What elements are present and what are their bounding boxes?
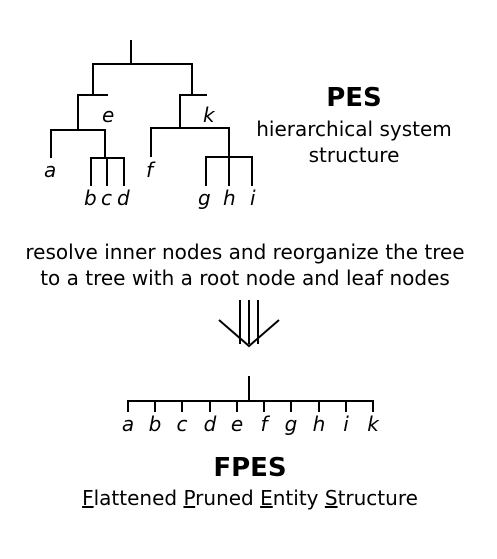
- pes-leaf-label: i: [250, 186, 256, 210]
- fpes-leaf-label: f: [260, 412, 270, 436]
- pes-title: PES: [326, 83, 382, 113]
- fpes-expansion-rest: runed: [195, 486, 260, 510]
- fpes-expansion-initial: S: [325, 486, 338, 510]
- pes-leaf-label: d: [117, 186, 130, 210]
- pes-tree: e k a b c d f g h i: [44, 40, 256, 210]
- fpes-leaf-label: g: [285, 412, 298, 436]
- pes-inner-label-e: e: [102, 103, 114, 127]
- transform-caption-line2: to a tree with a root node and leaf node…: [40, 266, 450, 290]
- fpes-leaf-label: b: [149, 412, 162, 436]
- fpes-expansion-initial: P: [183, 486, 195, 510]
- fpes-expansion-rest: lattened: [94, 486, 184, 510]
- fpes-leaf-label: i: [343, 412, 349, 436]
- fpes-leaf-label: a: [122, 412, 134, 436]
- pes-subtitle-line2: structure: [309, 143, 400, 167]
- fpes-leaf-label: e: [231, 412, 243, 436]
- transform-caption-line1: resolve inner nodes and reorganize the t…: [25, 240, 464, 264]
- fpes-expansion-initial: F: [82, 486, 94, 510]
- pes-leaf-label: g: [198, 186, 211, 210]
- triple-down-arrow-icon: [218, 300, 280, 348]
- fpes-expansion-rest: ntity: [273, 486, 325, 510]
- fpes-leaf-label: d: [204, 412, 217, 436]
- pes-leaf-label: c: [101, 186, 112, 210]
- fpes-expansion: Flattened Pruned Entity Structure: [82, 486, 418, 510]
- pes-leaf-label: b: [84, 186, 97, 210]
- pes-leaf-label: h: [223, 186, 236, 210]
- fpes-title: FPES: [213, 453, 286, 483]
- fpes-expansion-initial: E: [260, 486, 273, 510]
- pes-leaf-label: a: [44, 158, 56, 182]
- pes-inner-label-k: k: [203, 103, 216, 127]
- fpes-leaf-label: k: [367, 412, 380, 436]
- fpes-leaf-stems: [127, 401, 374, 412]
- pes-leaf-label: f: [146, 158, 156, 182]
- pes-subtitle-line1: hierarchical system: [256, 117, 452, 141]
- fpes-leaf-label: h: [313, 412, 326, 436]
- fpes-leaf-label: c: [177, 412, 188, 436]
- fpes-expansion-rest: tructure: [338, 486, 418, 510]
